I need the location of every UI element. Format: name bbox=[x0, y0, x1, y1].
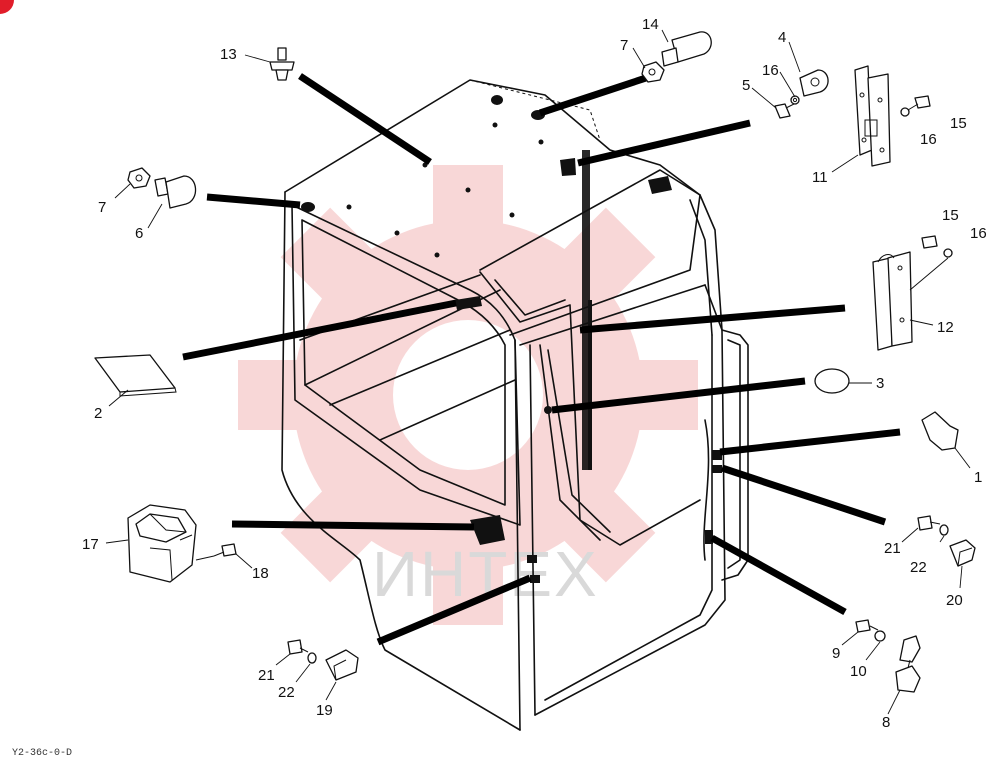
part-8-latch bbox=[895, 635, 921, 693]
label-21-right: 21 bbox=[884, 540, 901, 557]
label-18: 18 bbox=[252, 565, 269, 582]
part-11-hinge bbox=[854, 65, 891, 167]
part-12-hinge bbox=[872, 251, 913, 351]
label-20: 20 bbox=[946, 592, 963, 609]
label-16-c: 16 bbox=[970, 225, 987, 242]
part-14-cap bbox=[661, 31, 712, 67]
footer-code: Y2-36c-0-D bbox=[12, 748, 72, 759]
label-22-right: 22 bbox=[910, 559, 927, 576]
part-18-screw bbox=[213, 543, 237, 557]
part-21-bolt-right bbox=[917, 515, 941, 531]
label-4: 4 bbox=[778, 29, 786, 46]
part-10-washer bbox=[874, 630, 886, 642]
label-12: 12 bbox=[937, 319, 954, 336]
label-6: 6 bbox=[135, 225, 143, 242]
label-15-b: 15 bbox=[942, 207, 959, 224]
label-19: 19 bbox=[316, 702, 333, 719]
label-15-a: 15 bbox=[950, 115, 967, 132]
roof-holes bbox=[301, 95, 722, 583]
part-21-bolt-left bbox=[287, 639, 309, 655]
part-19-striker bbox=[325, 649, 359, 681]
label-7-top: 7 bbox=[620, 37, 628, 54]
label-9: 9 bbox=[832, 645, 840, 662]
part-1-bracket bbox=[921, 411, 959, 451]
part-17-lamp bbox=[127, 504, 197, 583]
part-4-clip bbox=[799, 69, 829, 97]
corner-mark bbox=[0, 0, 14, 14]
part-15-bolt-b bbox=[921, 235, 938, 249]
part-22-washer-right bbox=[939, 524, 949, 536]
part-15-bolt-a bbox=[907, 95, 931, 111]
part-6-cap bbox=[154, 175, 197, 209]
part-5-bolt bbox=[774, 103, 795, 119]
part-7-nut-left bbox=[127, 167, 151, 189]
part-13-stud bbox=[269, 47, 295, 81]
leader-lines bbox=[182, 72, 901, 646]
part-16-washer-c bbox=[943, 248, 953, 258]
part-2-pad bbox=[94, 354, 177, 397]
label-5: 5 bbox=[742, 77, 750, 94]
label-14: 14 bbox=[642, 16, 659, 33]
part-labels: 13 14 7 4 16 5 15 16 11 7 6 15 16 12 3 2… bbox=[82, 16, 987, 731]
part-3-plug bbox=[814, 368, 850, 394]
label-leaders bbox=[105, 29, 971, 715]
label-7-left: 7 bbox=[98, 199, 106, 216]
label-8: 8 bbox=[882, 714, 890, 731]
part-22-washer-left bbox=[307, 652, 317, 664]
label-3: 3 bbox=[876, 375, 884, 392]
label-10: 10 bbox=[850, 663, 867, 680]
label-13: 13 bbox=[220, 46, 237, 63]
label-16-a: 16 bbox=[762, 62, 779, 79]
part-9-bolt bbox=[855, 619, 879, 633]
label-1: 1 bbox=[974, 469, 982, 486]
part-20-striker bbox=[949, 539, 976, 567]
label-21-left: 21 bbox=[258, 667, 275, 684]
part-16-washer-b bbox=[900, 107, 910, 117]
label-11: 11 bbox=[812, 169, 828, 186]
cab-body bbox=[281, 79, 749, 731]
part-7-nut-top bbox=[641, 61, 665, 83]
label-17: 17 bbox=[82, 536, 99, 553]
label-16-b: 16 bbox=[920, 131, 937, 148]
part-16-washer-a bbox=[790, 95, 800, 105]
label-2: 2 bbox=[94, 405, 102, 422]
label-22-left: 22 bbox=[278, 684, 295, 701]
